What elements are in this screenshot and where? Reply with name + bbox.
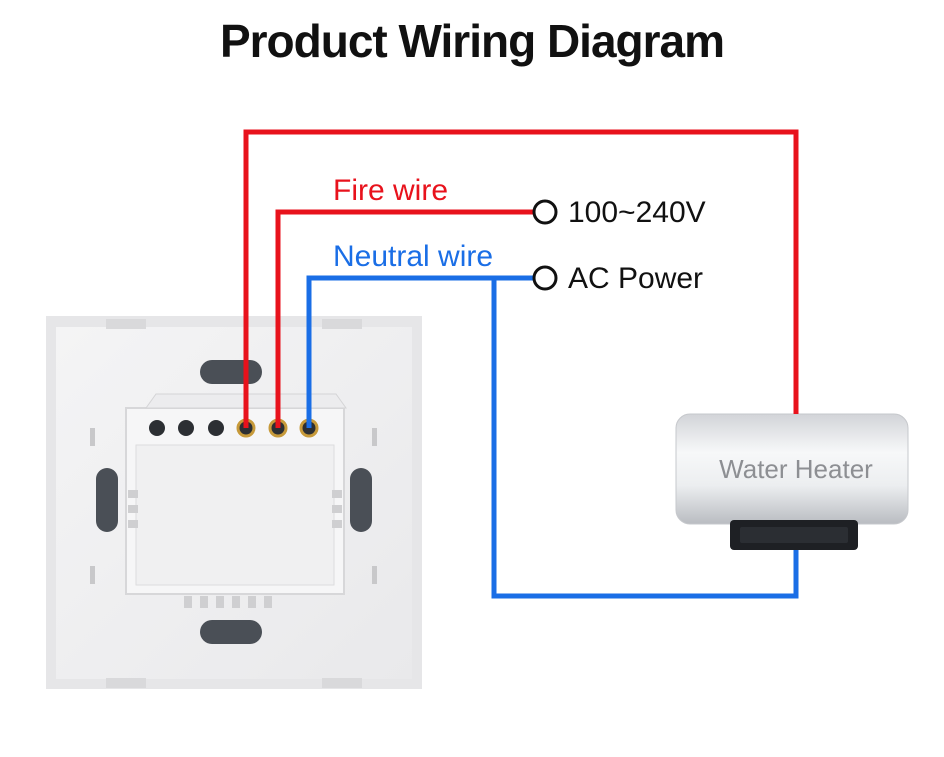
plate-mark (372, 566, 377, 584)
mounting-slot (350, 468, 372, 532)
plate-clip (106, 678, 146, 688)
fire-wire-load (243, 129, 799, 428)
power-terminal-l (532, 199, 558, 225)
mounting-slot (200, 360, 262, 384)
mounting-slot (200, 620, 262, 644)
terminal-screw (178, 420, 194, 436)
ac-power-label: AC Power (568, 262, 703, 295)
power-terminal-n (532, 265, 558, 291)
water-heater: Water Heater (675, 413, 909, 550)
page-title: Product Wiring Diagram (219, 15, 725, 67)
plate-clip (322, 678, 362, 688)
mounting-slot (96, 468, 118, 532)
neutral-wire-switch (306, 275, 534, 428)
neutral-wire-label: Neutral wire (333, 240, 493, 273)
plate-clip (322, 319, 362, 329)
switch-panel (46, 316, 422, 689)
water-heater-label: Water Heater (719, 454, 873, 484)
terminal-screw (208, 420, 224, 436)
plate-mark (90, 566, 95, 584)
voltage-label: 100~240V (568, 196, 706, 229)
neutral-wire-heater (491, 278, 799, 599)
fire-wire-label: Fire wire (333, 174, 448, 207)
plate-mark (372, 428, 377, 446)
terminal-screw (149, 420, 165, 436)
fire-wire-supply (275, 209, 534, 428)
plate-mark (90, 428, 95, 446)
plate-clip (106, 319, 146, 329)
module-cover (135, 444, 335, 586)
